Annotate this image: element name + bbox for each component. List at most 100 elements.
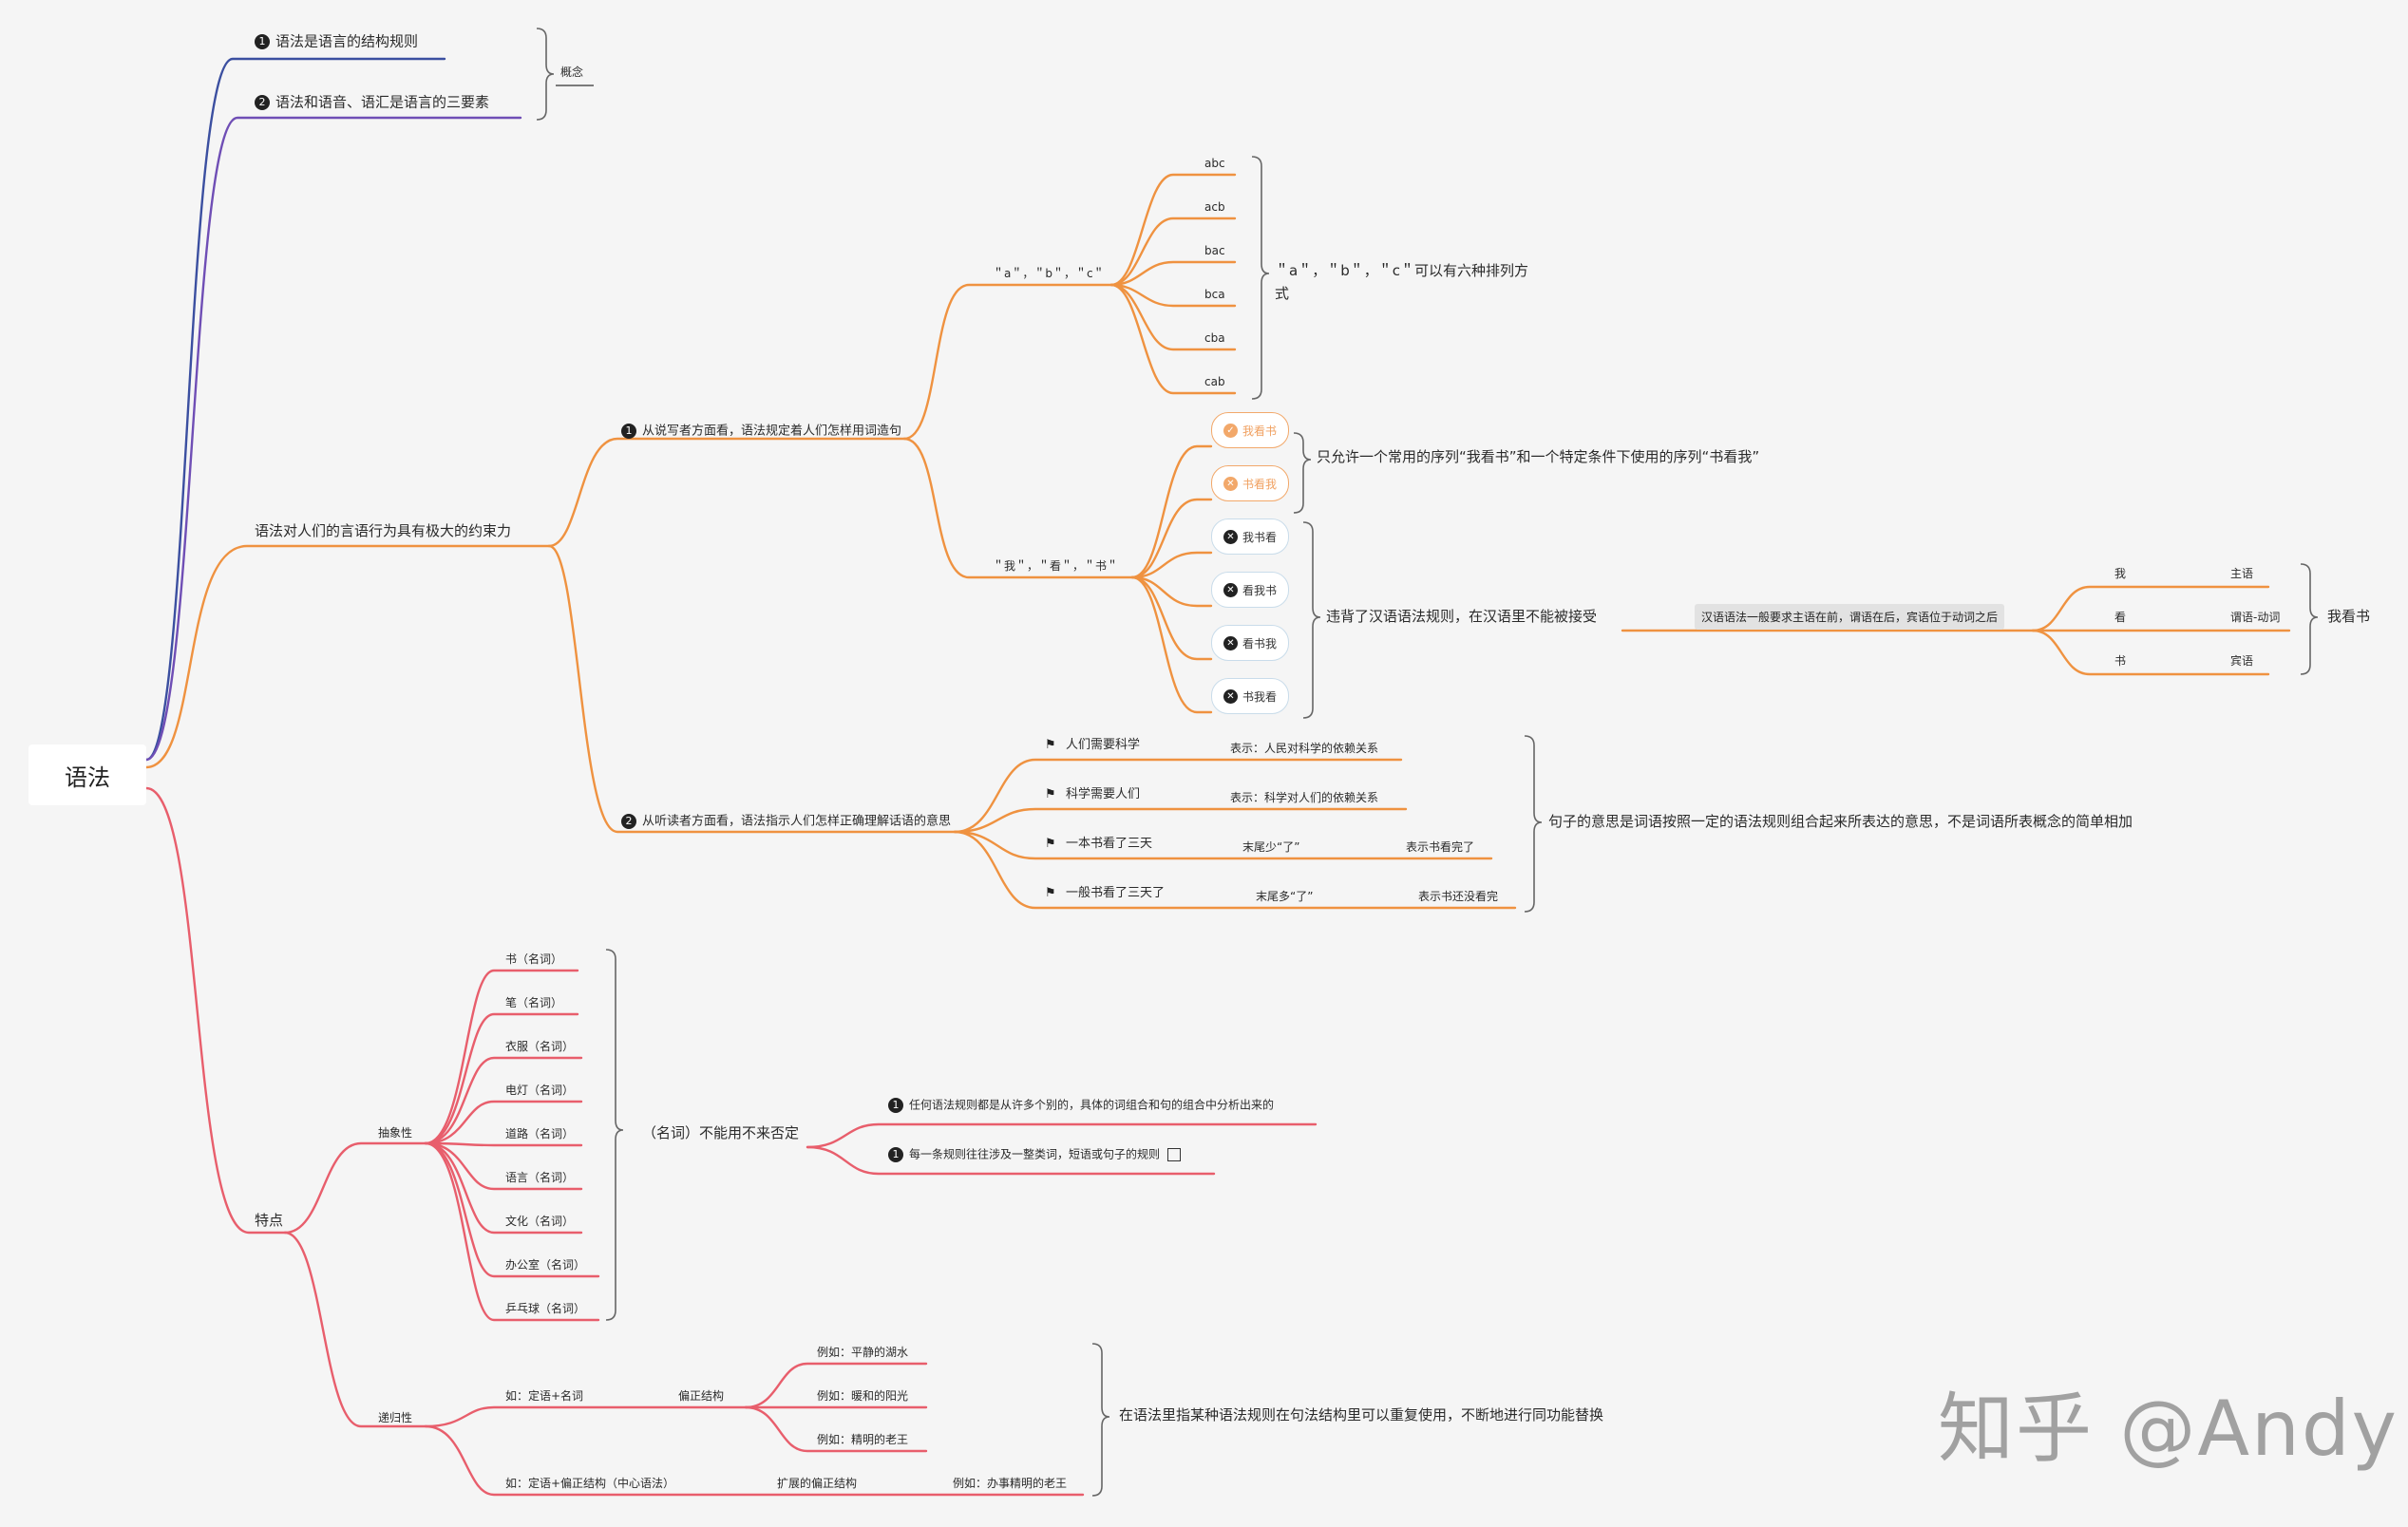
bracket-allowed (1293, 432, 1312, 514)
role-name-3[interactable]: 宾语 (2230, 654, 2254, 668)
rejected-pill-3-label: 看书我 (1242, 636, 1278, 650)
bracket-roles (2300, 563, 2319, 675)
rejected-summary[interactable]: 违背了汉语语法规则，在汉语里不能被接受 (1326, 608, 1598, 625)
role-word-3[interactable]: 书 (2114, 654, 2127, 668)
recursive-type-1[interactable]: 偏正结构 (678, 1389, 725, 1403)
role-word-2[interactable]: 看 (2114, 611, 2127, 624)
bracket-nouns (605, 949, 624, 1321)
rejected-pill-4-label: 书我看 (1242, 689, 1278, 704)
perm-bca[interactable]: bca (1204, 288, 1225, 301)
perm-cab[interactable]: cab (1204, 375, 1225, 388)
allowed-pill-1[interactable]: ✓ 我看书 (1211, 412, 1290, 448)
recursive-label[interactable]: 递归性 (378, 1411, 413, 1424)
listener-mid-4[interactable]: 末尾多“了” (1256, 890, 1314, 903)
noun-4[interactable]: 电灯（名词） (505, 1084, 575, 1097)
noun-8[interactable]: 办公室（名词） (505, 1258, 586, 1272)
concept-item-2-label: 语法和语音、语汇是语言的三要素 (275, 93, 490, 111)
listener-node[interactable]: 2 从听读者方面看，语法指示人们怎样正确理解话语的意思 (621, 814, 951, 829)
link-root-concept-2 (144, 116, 522, 762)
noun-7[interactable]: 文化（名词） (505, 1215, 575, 1228)
number-badge-icon: 2 (621, 814, 636, 829)
listener-item-2-label: 科学需要人们 (1066, 787, 1141, 801)
rejected-pill-4[interactable]: ✕书我看 (1211, 678, 1290, 714)
abstract-label[interactable]: 抽象性 (378, 1126, 413, 1140)
abc-label[interactable]: ＂a＂，＂b＂，＂c＂ (993, 267, 1105, 280)
cross-icon: ✕ (1223, 635, 1238, 650)
allowed-pill-2-label: 书看我 (1242, 477, 1278, 491)
abc-summary-line2[interactable]: 式 (1275, 285, 1290, 302)
root-label: 语法 (65, 764, 110, 791)
noun-1[interactable]: 书（名词） (505, 952, 563, 966)
number-badge-icon: 2 (255, 95, 270, 110)
listener-note-4[interactable]: 表示书还没看完 (1418, 890, 1499, 903)
role-word-1[interactable]: 我 (2114, 567, 2127, 580)
recursive-pattern-2[interactable]: 如：定语+偏正结构（中心语法） (505, 1477, 675, 1490)
bracket-listener (1524, 735, 1543, 913)
roles-summary[interactable]: 我看书 (2327, 608, 2371, 625)
listener-item-3-label: 一本书看了三天 (1066, 837, 1153, 851)
flag-icon: ⚑ (1045, 886, 1056, 900)
link-root-features (144, 786, 287, 1235)
check-icon: ✓ (1223, 423, 1238, 438)
recursive-summary[interactable]: 在语法里指某种语法规则在句法结构里可以重复使用，不断地进行同功能替换 (1119, 1406, 1604, 1423)
number-badge-icon: 1 (888, 1147, 903, 1162)
flag-icon: ⚑ (1045, 837, 1056, 851)
abc-summary-line1[interactable]: ＂a＂，＂b＂，＂c＂可以有六种排列方 (1275, 262, 1528, 279)
abstract-point-2-label: 每一条规则往往涉及一整类词，短语或句子的规则 (909, 1147, 1161, 1161)
features-title[interactable]: 特点 (255, 1212, 284, 1229)
listener-mid-3[interactable]: 末尾少“了” (1242, 840, 1300, 854)
listener-note-1[interactable]: 表示：人民对科学的依赖关系 (1230, 742, 1379, 755)
constraint-title[interactable]: 语法对人们的言语行为具有极大的约束力 (255, 522, 512, 539)
listener-item-4-label: 一般书看了三天了 (1066, 886, 1166, 900)
recursive-type-2[interactable]: 扩展的偏正结构 (777, 1477, 858, 1490)
rejected-pill-1[interactable]: ✕ 我书看 (1211, 518, 1290, 555)
bracket-concept (536, 28, 555, 121)
number-badge-icon: 1 (621, 424, 636, 439)
perm-acb[interactable]: acb (1204, 200, 1225, 214)
perm-cba[interactable]: cba (1204, 331, 1225, 345)
noun-2[interactable]: 笔（名词） (505, 996, 563, 1009)
listener-item-3[interactable]: ⚑ 一本书看了三天 (1045, 838, 1152, 850)
allowed-summary[interactable]: 只允许一个常用的序列“我看书”和一个特定条件下使用的序列“书看我” (1317, 448, 1760, 465)
flag-icon: ⚑ (1045, 738, 1056, 752)
listener-note-3[interactable]: 表示书看完了 (1406, 840, 1475, 854)
noun-9[interactable]: 乒乓球（名词） (505, 1302, 586, 1315)
listener-item-2[interactable]: ⚑科学需要人们 (1045, 788, 1140, 801)
listener-note-2[interactable]: 表示：科学对人们的依赖关系 (1230, 791, 1379, 804)
rejected-pill-2[interactable]: ✕看我书 (1211, 572, 1290, 608)
recursive-pattern-1[interactable]: 如：定语+名词 (505, 1389, 584, 1403)
noun-5[interactable]: 道路（名词） (505, 1127, 575, 1141)
noun-6[interactable]: 语言（名词） (505, 1171, 575, 1184)
concept-item-2[interactable]: 2 语法和语音、语汇是语言的三要素 (255, 95, 489, 110)
role-name-1[interactable]: 主语 (2230, 567, 2254, 580)
rule-highlight[interactable]: 汉语语法一般要求主语在前，谓语在后，宾语位于动词之后 (1695, 604, 2005, 630)
rejected-pill-3[interactable]: ✕ 看书我 (1211, 625, 1290, 661)
cross-icon: ✕ (1223, 529, 1238, 544)
noun-3[interactable]: 衣服（名词） (505, 1040, 575, 1053)
abstract-point-2[interactable]: 1 每一条规则往往涉及一整类词，短语或句子的规则 (888, 1147, 1182, 1162)
listener-summary[interactable]: 句子的意思是词语按照一定的语法规则组合起来所表达的意思，不是词语所表概念的简单相… (1548, 813, 2133, 830)
recursive-example-2[interactable]: 例如：暖和的阳光 (817, 1389, 909, 1403)
recursive-example-3[interactable]: 例如：精明的老王 (817, 1433, 909, 1446)
role-name-2[interactable]: 谓语-动词 (2230, 611, 2281, 624)
speaker-title: 从说写者方面看，语法规定着人们怎样用词造句 (642, 424, 902, 439)
speaker-node[interactable]: 1 从说写者方面看，语法规定着人们怎样用词造句 (621, 424, 901, 439)
listener-title: 从听读者方面看，语法指示人们怎样正确理解话语的意思 (642, 814, 952, 829)
perm-abc[interactable]: abc (1204, 157, 1225, 170)
note-icon[interactable] (1167, 1148, 1182, 1161)
recursive-example-4[interactable]: 例如：办事精明的老王 (953, 1477, 1068, 1490)
abstract-summary[interactable]: （名词）不能用不来否定 (642, 1124, 800, 1141)
perm-bac[interactable]: bac (1204, 244, 1225, 257)
recursive-example-1[interactable]: 例如：平静的湖水 (817, 1346, 909, 1359)
allowed-pill-1-label: 我看书 (1242, 424, 1278, 438)
wks-label[interactable]: ＂我＂，＂看＂，＂书＂ (993, 559, 1119, 573)
root-node[interactable]: 语法 (28, 745, 146, 805)
rejected-pill-1-label: 我书看 (1242, 530, 1278, 544)
listener-item-1[interactable]: ⚑人们需要科学 (1045, 739, 1140, 751)
concept-label[interactable]: 概念 (560, 66, 584, 79)
listener-item-4[interactable]: ⚑ 一般书看了三天了 (1045, 887, 1165, 899)
allowed-pill-2[interactable]: ✕书看我 (1211, 465, 1290, 501)
